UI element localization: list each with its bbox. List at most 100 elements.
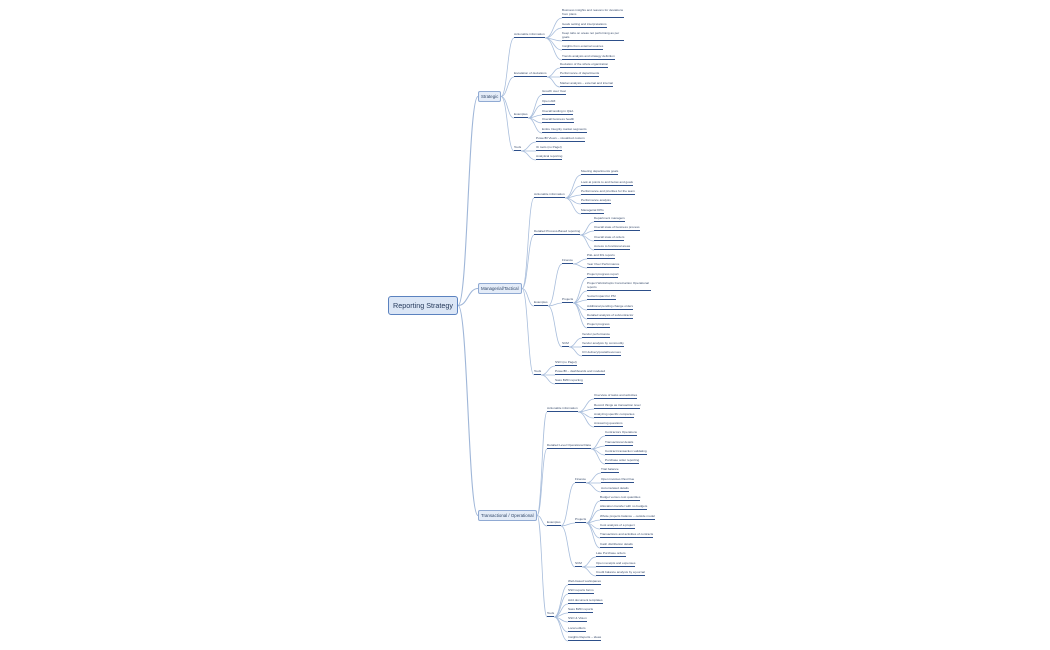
root-node[interactable]: Reporting Strategy [388, 296, 458, 315]
leaf: Detailed analysis of subcontractor [587, 313, 634, 320]
strategic-examples[interactable]: Examples [514, 112, 528, 119]
branch-connector [547, 263, 563, 307]
leaf: Performance of departments [560, 71, 600, 78]
root-connector [457, 304, 479, 517]
leaf-connector [572, 277, 588, 304]
leaf: Insights Reports – ideas [568, 635, 602, 642]
branch-connector [521, 197, 535, 289]
leaf: Additional pending change orders [587, 304, 634, 311]
leaf-connector [577, 398, 595, 413]
leaf: Budget versus cost quantities [600, 495, 641, 502]
branch-connector [536, 515, 548, 527]
leaf: Analyzing specific companies [594, 412, 635, 419]
leaf: Contractors Operations [605, 430, 637, 437]
leaf: Answering questions [594, 421, 623, 428]
transactional-projects[interactable]: Projects [575, 517, 587, 524]
branch-transactional[interactable]: Transactional / Operational [478, 510, 537, 521]
leaf-connector [581, 566, 597, 577]
leaf-connector [585, 522, 601, 549]
managerial-examples[interactable]: Examples [534, 300, 548, 307]
leaf: Overview of tasks and activities [594, 393, 638, 400]
leaf: Project Workshopts Construction Operatio… [587, 281, 651, 291]
leaf: Project progress [587, 322, 610, 329]
leaf: Overall landing in Q&A [542, 109, 574, 116]
managerial-process-reporting[interactable]: Detailed Process-Based reporting [534, 229, 581, 236]
managerial-projects[interactable]: Projects [562, 297, 574, 304]
leaf: Purchase order reporting [605, 458, 640, 465]
managerial-finance[interactable]: Finance [562, 258, 574, 265]
leaf: P&L and IRL reports [587, 253, 615, 260]
leaf: Trends analysis and strategy definition [562, 54, 615, 61]
leaf-connector [577, 411, 595, 428]
leaf: Transactions and activities of contracts [600, 532, 654, 539]
transactional-tools[interactable]: Tools [547, 611, 555, 618]
transactional-actionable-info[interactable]: Actionable information [547, 406, 578, 413]
branch-strategic[interactable]: Strategic [478, 91, 502, 102]
leaf-connector [577, 408, 595, 413]
managerial-scm[interactable]: SCM [562, 341, 569, 348]
leaf-connector [568, 337, 583, 348]
leaf-connector [540, 374, 556, 385]
leaf: Transactional details [605, 440, 634, 447]
root-connector [457, 95, 479, 307]
transactional-scm[interactable]: SCM [575, 561, 582, 568]
leaf-connector [546, 67, 561, 78]
leaf: Market analysis – external and internal [560, 81, 613, 88]
leaf: Performance analysis [581, 198, 611, 205]
leaf-connector [564, 194, 582, 199]
strategic-escalation[interactable]: Escalation of deviations [514, 71, 547, 78]
leaf: Cash distribution details [600, 542, 633, 549]
leaf: Business insights and reasons for deviat… [562, 8, 624, 18]
leaf: Web-based workspaces [568, 579, 601, 586]
managerial-tools[interactable]: Tools [534, 369, 542, 376]
leaf: Entire Integrity market segments [542, 127, 587, 134]
leaf-connector [572, 258, 588, 265]
leaf: Late Purchase orders [596, 551, 626, 558]
leaf: Vendor performance [582, 332, 611, 339]
leaf: Department managers [594, 216, 625, 223]
leaf-connector [546, 76, 561, 88]
leaf-connector [572, 302, 588, 329]
strategic-tools[interactable]: Tools [514, 145, 522, 152]
branch-connector [536, 448, 548, 516]
root-connector [457, 287, 479, 307]
branch-connector [560, 522, 576, 527]
leaf: CO delivery/postal/revenues [582, 350, 621, 357]
leaf-connector [544, 37, 563, 61]
transactional-detailed-data[interactable]: Detailed Level Operational Data [547, 443, 591, 450]
leaf-connector [590, 435, 606, 450]
leaf-connector [520, 150, 537, 161]
branch-connector [560, 482, 576, 527]
branch-connector [547, 305, 563, 348]
branch-connector [547, 302, 563, 307]
managerial-actionable-info[interactable]: Actionable information [534, 192, 565, 199]
branch-managerial[interactable]: Managerial/Tactical [478, 283, 522, 294]
leaf: AA4 document templates [568, 598, 603, 605]
leaf: Growth over Year [542, 89, 566, 96]
leaf-connector [585, 472, 602, 484]
branch-connector [536, 515, 548, 618]
leaf: Overall state of business process [594, 225, 640, 232]
branch-connector [500, 37, 515, 97]
leaf: Goals setting and interpretations [562, 22, 607, 29]
leaf: Performance and priorities for the team [581, 189, 635, 196]
leaf: Vendor analysis by commodity [582, 341, 624, 348]
leaf-connector [572, 263, 588, 269]
leaf: Credit balance analysis by a journal [596, 570, 645, 577]
leaf: Analytical reporting [536, 154, 563, 161]
strategic-actionable-info[interactable]: Actionable information [514, 32, 545, 39]
branch-connector [521, 234, 535, 289]
leaf: Insights from external sources [562, 44, 604, 51]
leaf-connector [540, 365, 556, 376]
leaf: Overall state of orders [594, 235, 625, 242]
leaf-connector [581, 556, 597, 568]
transactional-examples[interactable]: Examples [547, 520, 561, 527]
branch-connector [521, 288, 535, 307]
leaf: IC tools (no Pagel) [536, 145, 562, 152]
transactional-finance[interactable]: Finance [575, 477, 587, 484]
leaf: Trial balance [601, 467, 619, 474]
leaf-connector [527, 117, 543, 134]
leaf-connector [520, 141, 537, 152]
leaf: PowerBI – dashboards and modeled [555, 369, 606, 376]
leaf: Managerial KPIs [581, 208, 604, 215]
